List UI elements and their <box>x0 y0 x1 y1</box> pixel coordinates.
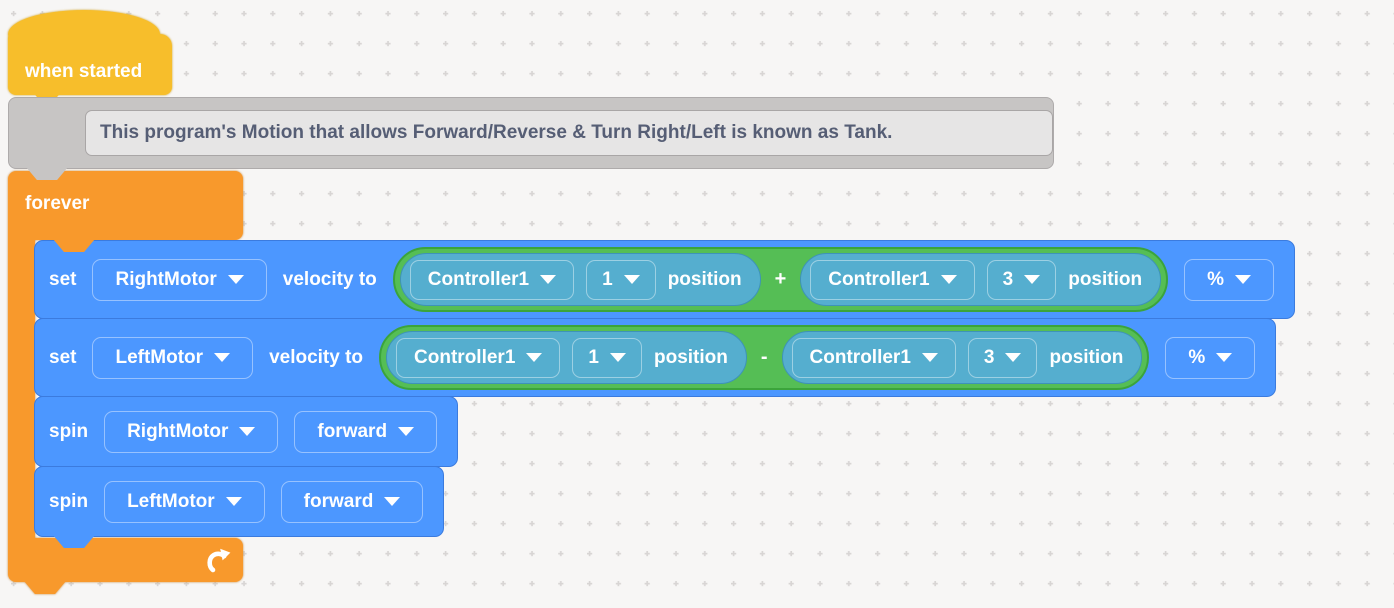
position-label: position <box>653 346 728 368</box>
chevron-down-icon <box>540 275 557 284</box>
motor-dropdown-value: LeftMotor <box>115 346 204 368</box>
chevron-down-icon <box>1216 353 1233 362</box>
direction-dropdown-value: forward <box>317 420 388 442</box>
unit-dropdown-value: % <box>1207 268 1225 290</box>
controller-position-reporter[interactable]: Controller1 3 position <box>800 253 1162 306</box>
comment-block[interactable]: This program's Motion that allows Forwar… <box>8 97 1054 169</box>
spin-left-block[interactable]: spin LeftMotor forward <box>34 466 445 548</box>
addition-operator-block[interactable]: Controller1 1 position + Controller1 <box>392 247 1169 312</box>
chevron-down-icon <box>940 275 957 284</box>
chevron-down-icon <box>526 353 543 362</box>
chevron-down-icon <box>623 275 640 284</box>
axis-dropdown-value: 3 <box>983 346 995 368</box>
notch-bump <box>26 167 68 180</box>
unit-dropdown-value: % <box>1188 346 1206 368</box>
spin-opcode-label: spin <box>49 420 89 442</box>
minus-operator-label: - <box>760 346 768 368</box>
device-dropdown[interactable]: Controller1 <box>810 259 975 300</box>
position-label: position <box>1049 346 1124 368</box>
comment-text-box[interactable]: This program's Motion that allows Forwar… <box>85 110 1053 156</box>
axis-dropdown[interactable]: 3 <box>967 337 1038 378</box>
motor-dropdown-value: LeftMotor <box>127 490 215 512</box>
plus-operator-label: + <box>774 268 787 290</box>
forever-bottom-bar <box>8 538 243 582</box>
axis-dropdown-value: 3 <box>1002 268 1014 290</box>
chevron-down-icon <box>225 497 242 506</box>
device-dropdown-value: Controller1 <box>828 268 930 290</box>
spin-opcode-label: spin <box>49 490 89 512</box>
chevron-down-icon <box>398 427 415 436</box>
axis-dropdown[interactable]: 1 <box>586 259 656 300</box>
controller-position-reporter[interactable]: Controller1 3 position <box>781 331 1143 384</box>
controller-position-reporter[interactable]: Controller1 1 position <box>386 331 747 384</box>
forever-block[interactable]: forever <box>8 171 243 595</box>
position-label: position <box>667 268 742 290</box>
motor-dropdown-value: RightMotor <box>127 420 229 442</box>
chevron-down-icon <box>1235 275 1252 284</box>
axis-dropdown[interactable]: 1 <box>572 337 642 378</box>
direction-dropdown[interactable]: forward <box>280 480 424 523</box>
device-dropdown[interactable]: Controller1 <box>396 337 561 378</box>
set-opcode-label: set <box>49 346 77 368</box>
loop-arrow-icon <box>207 548 231 573</box>
notch-bump <box>26 84 68 97</box>
direction-dropdown-value: forward <box>303 490 374 512</box>
device-dropdown-value: Controller1 <box>427 268 530 290</box>
position-label: position <box>1068 268 1143 290</box>
chevron-down-icon <box>384 497 401 506</box>
spin-right-block[interactable]: spin RightMotor forward <box>34 396 459 478</box>
chevron-down-icon <box>1024 275 1041 284</box>
device-dropdown[interactable]: Controller1 <box>409 259 575 300</box>
axis-dropdown-value: 1 <box>602 268 613 290</box>
motor-dropdown[interactable]: LeftMotor <box>104 480 265 523</box>
subtraction-operator-block[interactable]: Controller1 1 position - Controller1 <box>379 325 1150 390</box>
set-left-velocity-block[interactable]: set LeftMotor velocity to Controller1 1 … <box>34 318 1277 408</box>
unit-dropdown[interactable]: % <box>1184 258 1275 301</box>
chevron-down-icon <box>609 353 626 362</box>
chevron-down-icon <box>227 275 244 284</box>
comment-text: This program's Motion that allows Forwar… <box>100 122 893 143</box>
forever-left-column <box>8 239 35 539</box>
axis-dropdown[interactable]: 3 <box>986 259 1057 300</box>
velocity-to-label: velocity to <box>269 346 364 368</box>
when-started-block[interactable]: when started <box>8 10 172 95</box>
notch-bump <box>53 535 95 548</box>
controller-position-reporter[interactable]: Controller1 1 position <box>399 253 761 306</box>
motor-dropdown[interactable]: RightMotor <box>92 258 267 301</box>
unit-dropdown[interactable]: % <box>1165 336 1256 379</box>
device-dropdown-value: Controller1 <box>809 346 911 368</box>
motor-dropdown[interactable]: LeftMotor <box>92 336 254 379</box>
forever-header[interactable]: forever <box>8 171 243 240</box>
motor-dropdown[interactable]: RightMotor <box>104 410 279 453</box>
notch-bump <box>24 581 66 594</box>
set-right-velocity-block[interactable]: set RightMotor velocity to Controller1 1… <box>34 240 1296 330</box>
direction-dropdown[interactable]: forward <box>294 410 438 453</box>
device-dropdown-value: Controller1 <box>414 346 516 368</box>
chevron-down-icon <box>214 353 231 362</box>
motor-dropdown-value: RightMotor <box>115 268 217 290</box>
chevron-down-icon <box>239 427 256 436</box>
forever-label: forever <box>25 193 90 214</box>
axis-dropdown-value: 1 <box>588 346 599 368</box>
when-started-label: when started <box>25 61 143 82</box>
velocity-to-label: velocity to <box>282 268 377 290</box>
device-dropdown[interactable]: Controller1 <box>791 337 956 378</box>
set-opcode-label: set <box>49 268 77 290</box>
chevron-down-icon <box>921 353 938 362</box>
chevron-down-icon <box>1005 353 1022 362</box>
